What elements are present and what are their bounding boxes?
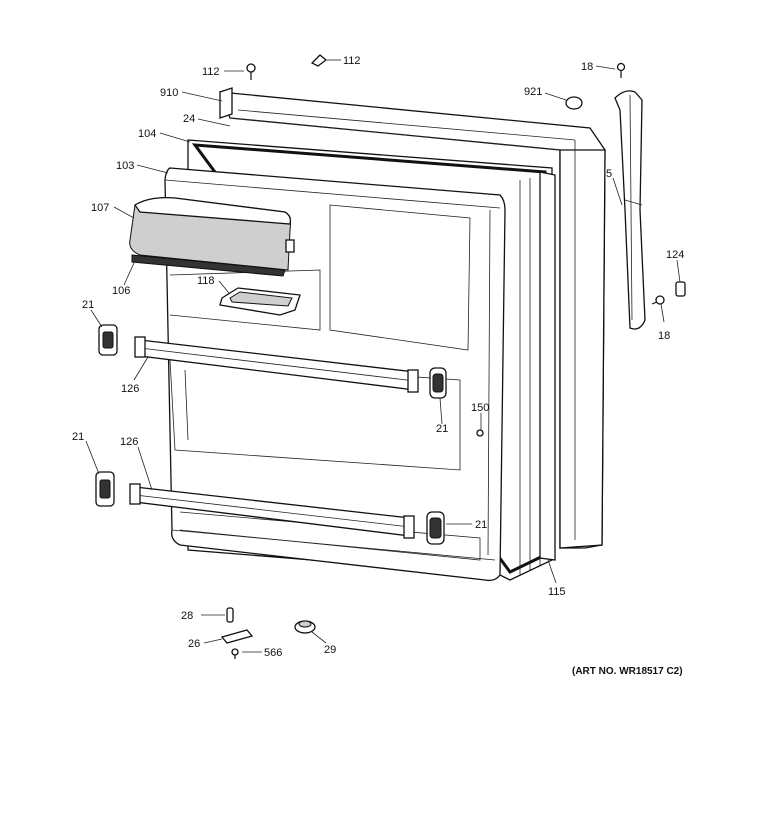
leader-lines: [85, 59, 681, 653]
callout-112-left: 112: [202, 66, 220, 78]
callout-5: 5: [606, 168, 612, 180]
callout-labels: 112 112 18 910 921 24 104 103 5 107 124 …: [72, 55, 684, 677]
callout-150: 150: [471, 402, 489, 414]
callout-106: 106: [112, 285, 130, 297]
shelf-bar-lower: [129, 483, 415, 539]
callout-18-side: 18: [658, 330, 670, 342]
callout-124: 124: [666, 249, 684, 261]
door-handle: [614, 90, 646, 330]
callout-18-top: 18: [581, 61, 593, 73]
egg-tray: [219, 287, 301, 316]
callout-28: 28: [181, 610, 193, 622]
callout-24: 24: [183, 113, 195, 125]
shelf-support-right-upper: [429, 367, 447, 399]
callout-921: 921: [524, 86, 542, 98]
screw-112-right: [310, 54, 328, 67]
plug-921: [565, 96, 583, 110]
screw-150: [476, 429, 484, 437]
screw-18-top: [616, 62, 626, 78]
shelf-bar-upper: [134, 336, 419, 393]
dairy-door: [129, 197, 295, 277]
shelf-support-right-lower: [426, 511, 445, 545]
outer-door-panel: [219, 87, 606, 549]
screw-566: [231, 648, 239, 659]
callout-103: 103: [116, 160, 134, 172]
callout-21-right-lower: 21: [475, 519, 487, 531]
callout-566: 566: [264, 647, 282, 659]
bracket-26: [220, 629, 254, 644]
callout-115: 115: [548, 586, 566, 598]
callout-910: 910: [160, 87, 178, 99]
callout-126-lower: 126: [120, 436, 138, 448]
bumper-29: [294, 620, 316, 634]
callout-118: 118: [197, 275, 215, 287]
callout-26: 26: [188, 638, 200, 650]
callout-21-right-upper: 21: [436, 423, 448, 435]
clip-124: [675, 281, 686, 297]
callout-107: 107: [91, 202, 109, 214]
callout-112-right: 112: [343, 55, 361, 67]
callout-104: 104: [138, 128, 156, 140]
callout-126-upper: 126: [121, 383, 139, 395]
seal-strip: [539, 171, 556, 561]
art-number: (ART NO. WR18517 C2): [572, 666, 683, 677]
callout-21-left-upper: 21: [82, 299, 94, 311]
shelf-support-left-upper: [98, 324, 118, 356]
screw-112-left: [246, 63, 256, 80]
pin-28: [226, 607, 234, 623]
screw-18-side: [651, 295, 665, 305]
shelf-support-left-lower: [95, 471, 115, 507]
callout-29: 29: [324, 644, 336, 656]
callout-21-left-lower: 21: [72, 431, 84, 443]
